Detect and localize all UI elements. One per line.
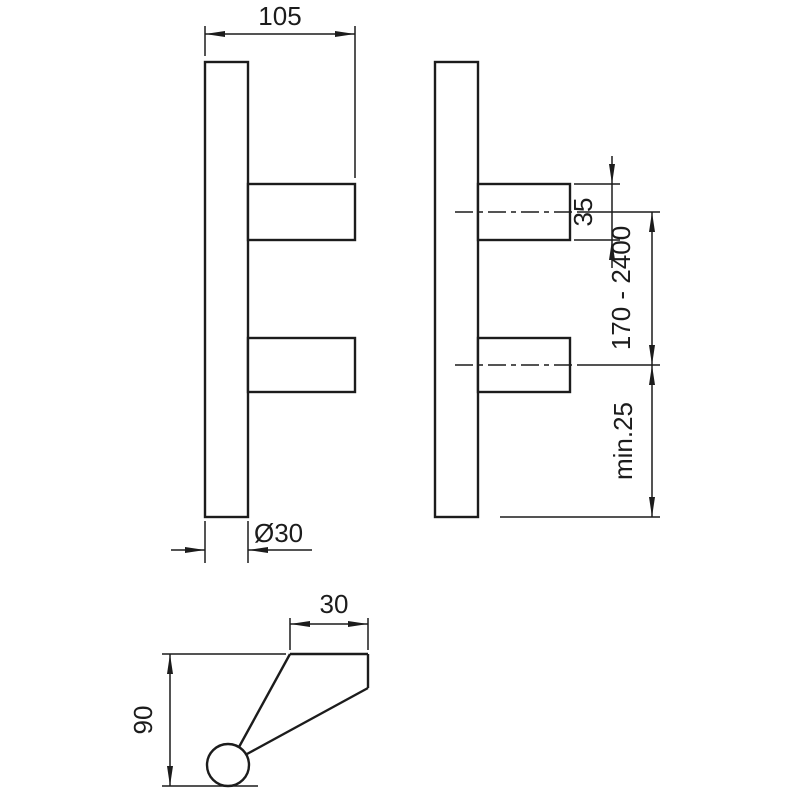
side-height-dim-label: 90 xyxy=(128,706,158,735)
grip-depth-dimension: 105 xyxy=(204,1,356,178)
tube-diameter-dim-label: Ø30 xyxy=(254,518,303,548)
side-projection-dimension: 30 xyxy=(289,589,369,650)
front-view xyxy=(203,60,357,519)
elevation-handle-tube xyxy=(433,60,480,519)
side-profile-view xyxy=(205,652,370,788)
min-end-distance-dim-label: min.25 xyxy=(608,402,638,480)
tube-diameter-dimension: Ø30 xyxy=(171,518,312,563)
front-lower-post xyxy=(246,336,357,394)
grip-depth-dim-label: 105 xyxy=(258,1,301,31)
profile-arm-lower-edge xyxy=(246,686,369,756)
side-projection-dim-label: 30 xyxy=(320,589,349,619)
fixing-centers-dim-label: 170 - 2400 xyxy=(606,226,636,350)
front-upper-post xyxy=(246,182,357,242)
side-elevation-view xyxy=(433,60,582,519)
side-height-dimension: 90 xyxy=(128,653,286,787)
front-handle-tube xyxy=(203,60,250,519)
profile-arm-upper-edge xyxy=(237,653,292,748)
profile-tube-section xyxy=(205,742,251,788)
fixing-centers-dimension: 170 - 2400 xyxy=(582,211,660,366)
min-end-distance-dimension: min.25 xyxy=(500,365,660,518)
